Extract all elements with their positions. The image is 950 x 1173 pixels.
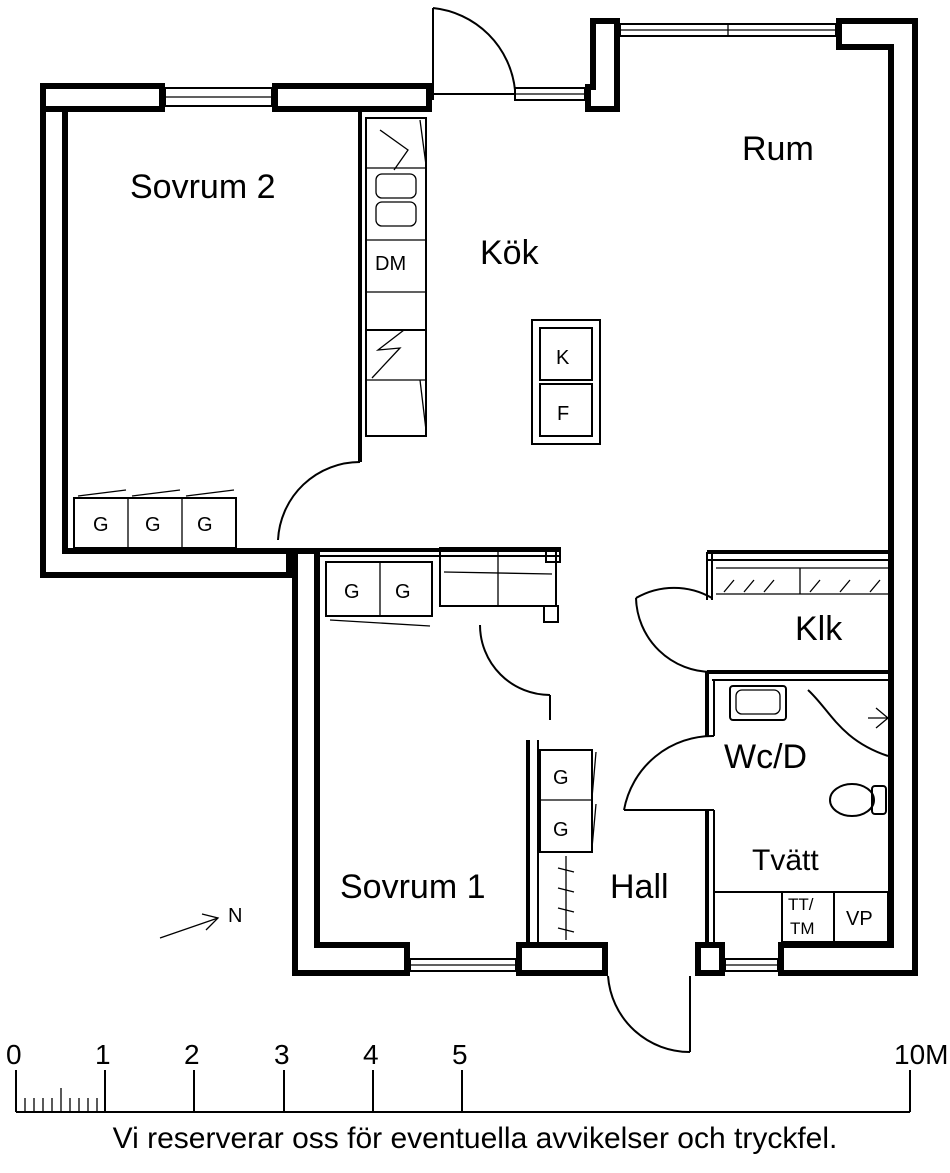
room-label-hall: Hall — [610, 868, 669, 906]
room-labels: Sovrum 2 Kök Rum Klk Wc/D Tvätt Sovrum 1… — [130, 130, 843, 906]
room-label-sovrum1: Sovrum 1 — [340, 868, 486, 906]
scale-tick-label: 4 — [363, 1039, 379, 1070]
room-label-sovrum2: Sovrum 2 — [130, 168, 276, 206]
bathroom-fixtures — [729, 685, 890, 817]
wardrobes-hall: G G — [539, 749, 597, 940]
scale-bar: 0 1 2 3 4 5 10M — [6, 1039, 948, 1113]
tumble-dryer-label: TT/ — [788, 895, 814, 914]
water-heater-label: VP — [846, 908, 873, 930]
scale-tick-label: 10M — [894, 1039, 948, 1070]
wardrobe-g: G — [395, 581, 411, 603]
wardrobes-sovrum1: G G — [325, 547, 561, 627]
room-label-kok: Kök — [480, 234, 540, 272]
wardrobe-g: G — [93, 514, 109, 536]
scale-tick-label: 1 — [95, 1039, 111, 1070]
windows — [164, 23, 837, 972]
room-label-wcd: Wc/D — [724, 738, 807, 776]
wardrobe-g: G — [553, 819, 569, 841]
room-label-tvatt: Tvätt — [752, 844, 819, 877]
scale-tick-label: 5 — [452, 1039, 468, 1070]
wardrobes-klk — [716, 567, 888, 595]
north-arrow: N — [159, 905, 242, 939]
wardrobe-g: G — [197, 514, 213, 536]
wardrobe-g: G — [553, 767, 569, 789]
north-label: N — [228, 905, 242, 927]
laundry-units: TT/ TM VP — [714, 891, 889, 943]
balcony-door — [432, 7, 516, 100]
freezer-label: F — [557, 403, 569, 425]
room-label-klk: Klk — [795, 610, 843, 648]
disclaimer: Vi reserverar oss för eventuella avvikel… — [112, 1122, 838, 1155]
dishwasher: DM — [375, 253, 406, 275]
drying-cabinet-label: TM — [790, 919, 815, 938]
fridge-freezer: K F — [531, 319, 601, 445]
room-label-rum: Rum — [742, 130, 814, 168]
wardrobes-sovrum2: G G G — [73, 489, 237, 549]
scale-tick-label: 0 — [6, 1039, 22, 1070]
dishwasher-label: DM — [375, 253, 406, 275]
kitchen-cabinets — [365, 117, 427, 437]
fridge-label: K — [556, 347, 570, 369]
scale-tick-label: 3 — [274, 1039, 290, 1070]
scale-tick-label: 2 — [184, 1039, 200, 1070]
wardrobe-g: G — [145, 514, 161, 536]
interior-walls — [277, 112, 888, 1054]
exterior-walls — [40, 18, 918, 976]
wardrobe-g: G — [344, 581, 360, 603]
